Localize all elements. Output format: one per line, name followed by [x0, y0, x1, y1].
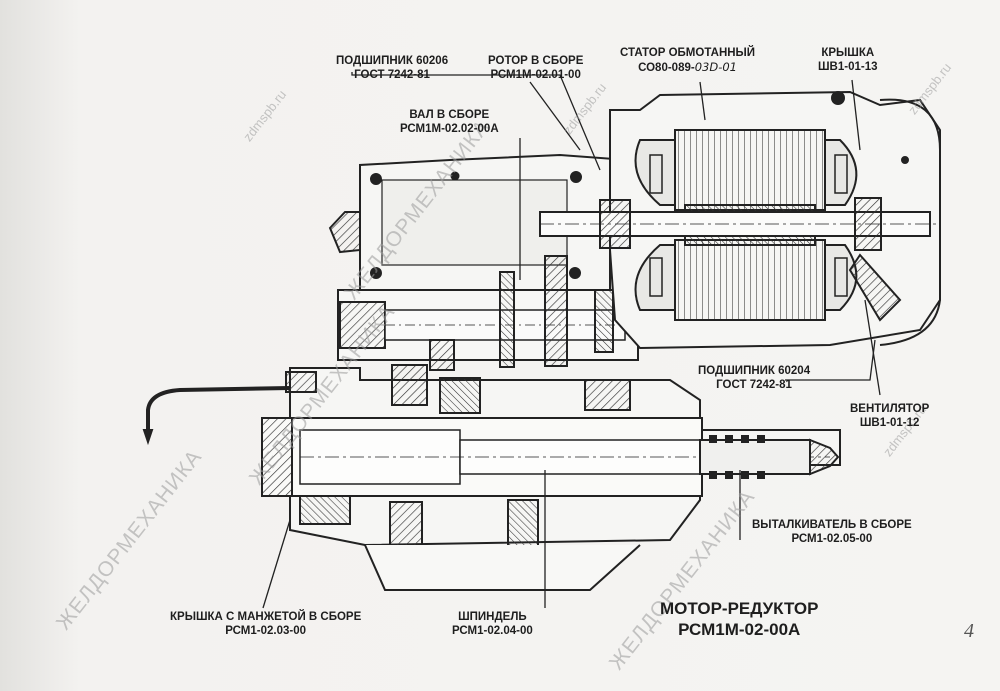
drawing-title-code: РСМ1М-02-00А: [678, 620, 801, 639]
label-bearing-60204-code: ГОСТ 7242-81: [716, 379, 792, 391]
fan-cover: [879, 98, 941, 346]
label-fan: ВЕНТИЛЯТОР ШВ1-01-12: [850, 402, 929, 430]
label-ejector: ВЫТАЛКИВАТЕЛЬ В СБОРЕ РСМ1-02.05-00: [752, 518, 912, 546]
spindle-assembly: [142, 371, 840, 525]
label-spindle-code: РСМ1-02.04-00: [452, 625, 533, 637]
label-spindle: ШПИНДЕЛЬ РСМ1-02.04-00: [452, 610, 533, 638]
electric-motor: [539, 90, 941, 350]
drawing-title: МОТОР-РЕДУКТОР РСМ1М-02-00А: [660, 598, 818, 640]
label-rotor: РОТОР В СБОРЕ РСМ1М-02.01-00: [488, 54, 583, 82]
label-cover-cuff-code: РСМ1-02.03-00: [225, 625, 307, 637]
label-stator-name: СТАТОР ОБМОТАННЫЙ: [620, 47, 756, 59]
label-shaft-name: ВАЛ В СБОРЕ: [409, 109, 490, 121]
label-fan-name: ВЕНТИЛЯТОР: [850, 403, 930, 415]
label-rotor-name: РОТОР В СБОРЕ: [488, 55, 584, 67]
label-cover-top-name: КРЫШКА: [821, 47, 875, 59]
page-number: 4: [964, 620, 974, 642]
label-bearing-60204-name: ПОДШИПНИК 60204: [698, 365, 811, 377]
label-shaft: ВАЛ В СБОРЕ РСМ1М-02.02-00А: [400, 108, 499, 136]
label-cover-cuff: КРЫШКА С МАНЖЕТОЙ В СБОРЕ РСМ1-02.03-00: [170, 610, 361, 638]
drawing-title-name: МОТОР-РЕДУКТОР: [660, 599, 819, 618]
label-spindle-name: ШПИНДЕЛЬ: [458, 611, 527, 623]
hook-tool: [146, 386, 291, 432]
gearbox-housing: [289, 153, 841, 591]
label-bearing-60206-code: ГОСТ 7242-81: [354, 69, 430, 81]
label-cover-cuff-name: КРЫШКА С МАНЖЕТОЙ В СБОРЕ: [170, 611, 362, 623]
fan-blades: [848, 253, 902, 322]
label-stator: СТАТОР ОБМОТАННЫЙ СО80-089-03D-01: [620, 46, 755, 75]
label-stator-code: СО80-089-03D-01: [638, 60, 737, 74]
label-shaft-code: РСМ1М-02.02-00А: [400, 123, 499, 135]
label-cover-top-code: ШВ1-01-13: [818, 61, 878, 73]
label-bearing-60204: ПОДШИПНИК 60204 ГОСТ 7242-81: [698, 364, 810, 392]
label-bearing-60206: ПОДШИПНИК 60206 ГОСТ 7242-81: [336, 54, 448, 82]
label-fan-code: ШВ1-01-12: [859, 417, 920, 429]
label-rotor-code: РСМ1М-02.01-00: [490, 69, 581, 81]
stator-core: [674, 129, 826, 211]
label-bearing-60206-name: ПОДШИПНИК 60206: [336, 55, 449, 67]
label-ejector-name: ВЫТАЛКИВАТЕЛЬ В СБОРЕ: [752, 519, 912, 531]
leader-lines: [262, 72, 881, 609]
label-cover-top: КРЫШКА ШВ1-01-13: [818, 46, 878, 74]
label-ejector-code: РСМ1-02.05-00: [791, 533, 873, 545]
